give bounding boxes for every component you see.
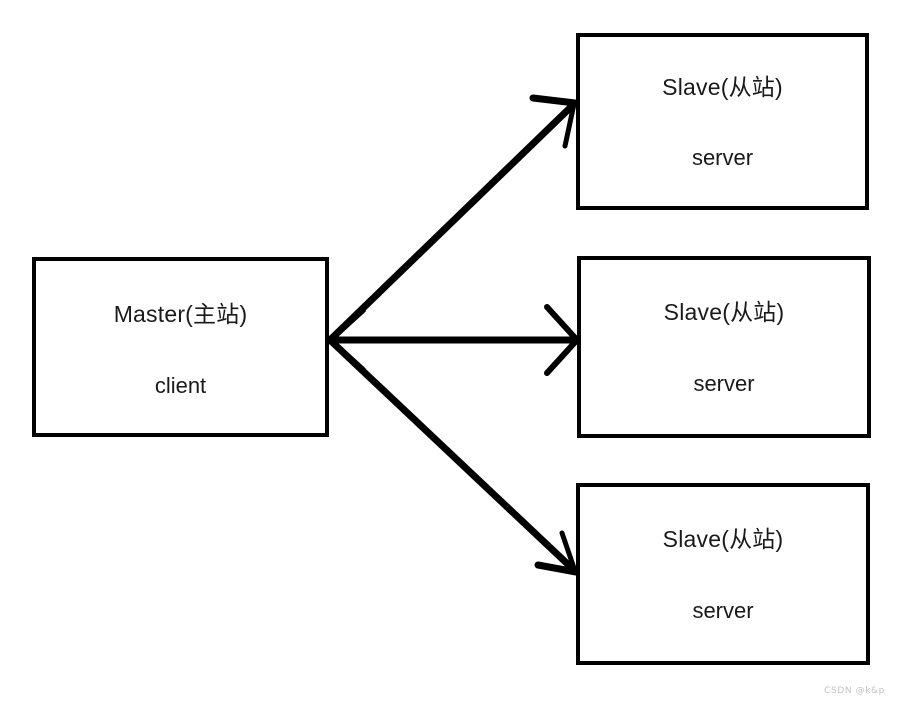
node-slave-2-title: Slave(从站) [663,299,785,326]
node-slave-1[interactable]: Slave(从站) server [576,33,869,210]
node-slave-1-role: server [691,145,754,171]
watermark: CSDN @k&p [824,686,885,696]
node-master[interactable]: Master(主站) client [32,257,329,437]
node-slave-3[interactable]: Slave(从站) server [576,483,870,665]
node-slave-2[interactable]: Slave(从站) server [577,256,871,438]
node-slave-1-title: Slave(从站) [662,73,783,100]
node-slave-2-role: server [693,370,755,396]
connector-master-to-slave2 [326,304,581,376]
node-master-title: Master(主站) [113,301,248,328]
node-slave-3-title: Slave(从站) [662,526,784,553]
node-master-role: client [154,372,207,398]
connector-master-to-slave3 [326,336,580,576]
arrowhead-at-master [326,307,366,373]
node-slave-3-role: server [692,597,754,623]
connector-master-to-slave1 [326,94,579,344]
